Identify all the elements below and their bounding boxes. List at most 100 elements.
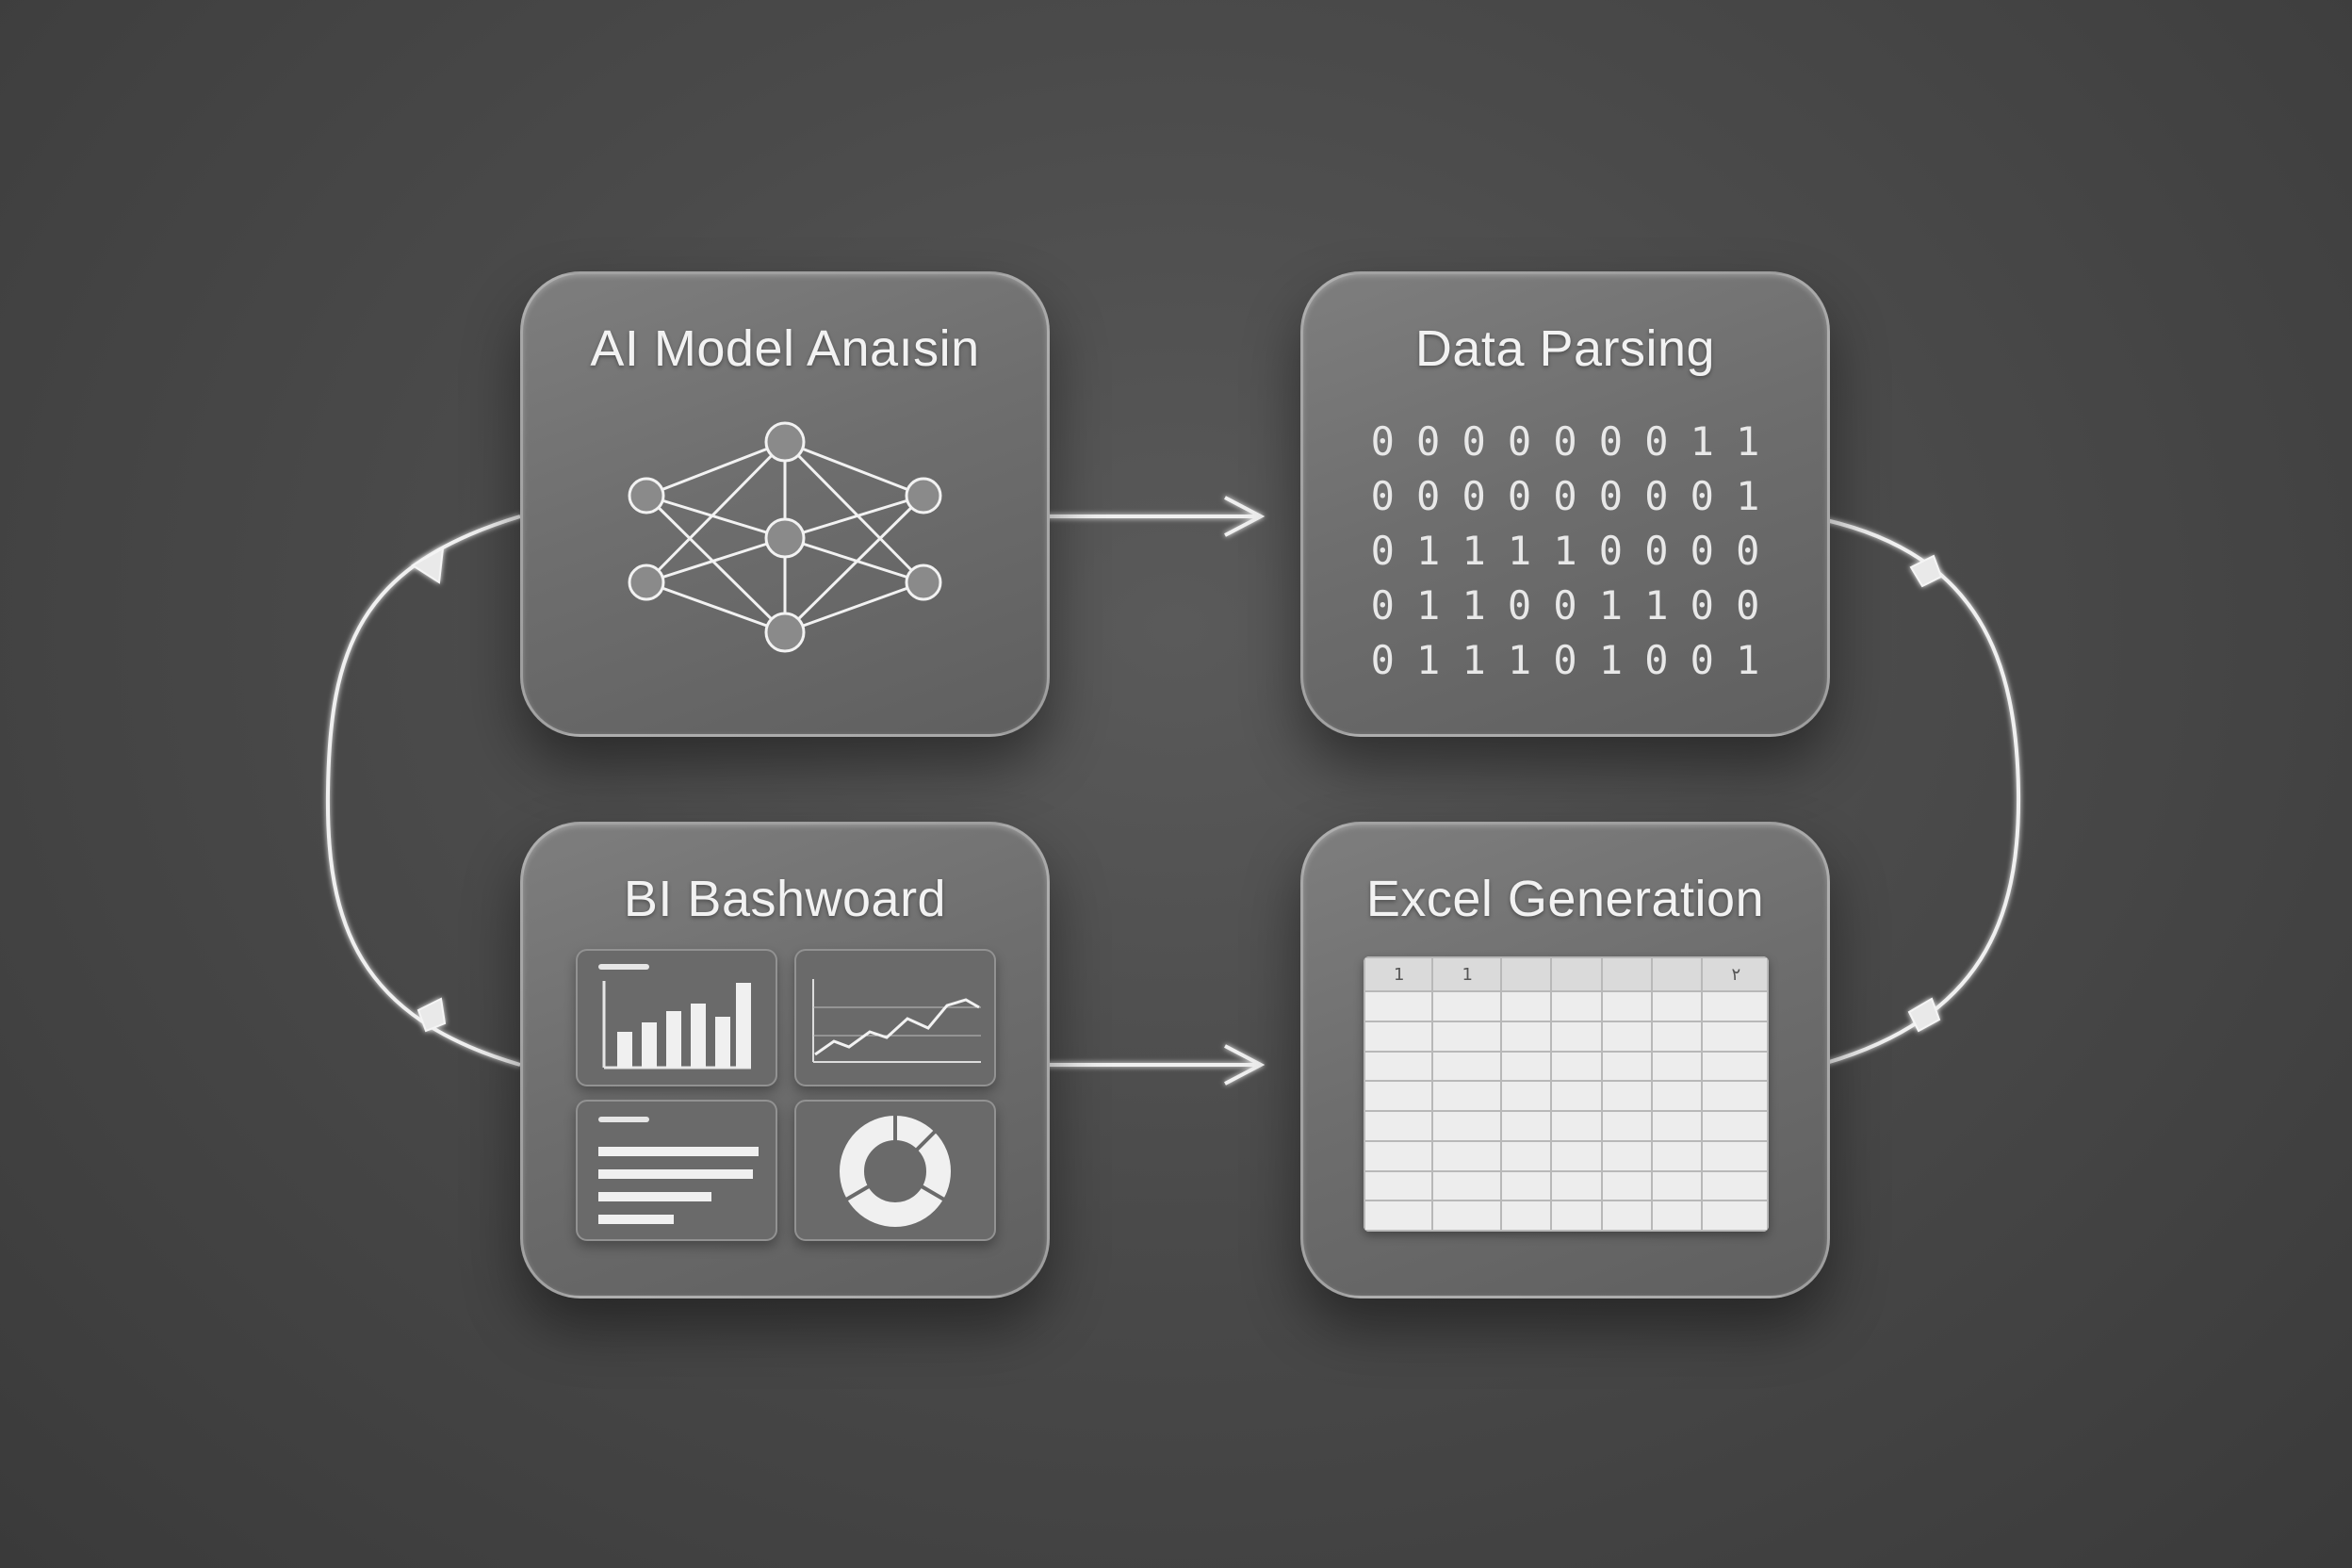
- spreadsheet-header-cell: ٢: [1701, 956, 1769, 992]
- spreadsheet-row: [1364, 1020, 1769, 1053]
- binary-digit: 1: [1507, 528, 1532, 574]
- spreadsheet-cell: [1701, 1200, 1769, 1232]
- binary-digit: 0: [1462, 418, 1486, 465]
- binary-digit: 1: [1553, 528, 1577, 574]
- spreadsheet-cell: [1364, 1200, 1434, 1232]
- line-chart-panel: [794, 949, 996, 1086]
- binary-digit: 0: [1416, 473, 1441, 519]
- binary-digit: 0: [1644, 528, 1669, 574]
- spreadsheet-cell: [1701, 1080, 1769, 1112]
- spreadsheet-cell: [1701, 1139, 1769, 1172]
- card-title-excel-generation: Excel Generation: [1365, 871, 1765, 927]
- binary-digit: 0: [1370, 473, 1395, 519]
- spreadsheet-row: [1364, 1169, 1769, 1202]
- spreadsheet-header-cell: [1550, 956, 1603, 992]
- card-ai-model[interactable]: AI Model Anaısin: [520, 271, 1050, 737]
- line-chart-icon: [812, 979, 981, 1063]
- spreadsheet-cell: [1550, 990, 1603, 1022]
- card-bi-dashboard[interactable]: BI Bashwoard: [520, 822, 1050, 1298]
- spreadsheet-header-cell: 1: [1431, 956, 1502, 992]
- spreadsheet-cell: [1364, 1110, 1434, 1142]
- arc-left-arrowhead-top: [411, 547, 445, 584]
- binary-digit: 1: [1416, 528, 1441, 574]
- card-title-ai-model: AI Model Anaısin: [590, 320, 980, 377]
- binary-digit: 1: [1690, 418, 1714, 465]
- spreadsheet-cell: [1499, 1169, 1553, 1202]
- spreadsheet-cell: [1701, 990, 1769, 1022]
- binary-digit: 0: [1644, 473, 1669, 519]
- binary-digit: 0: [1644, 418, 1669, 465]
- spreadsheet-cell: [1499, 1050, 1553, 1083]
- spreadsheet-cell: [1499, 1080, 1553, 1112]
- binary-digit: 0: [1690, 473, 1714, 519]
- binary-digit: 0: [1736, 582, 1760, 629]
- arc-left: [325, 514, 521, 1067]
- spreadsheet-cell: [1651, 990, 1704, 1022]
- spreadsheet-cell: [1651, 1050, 1704, 1083]
- binary-digit: 1: [1416, 637, 1441, 683]
- binary-digit: 1: [1736, 418, 1760, 465]
- binary-digit: 0: [1598, 473, 1624, 519]
- spreadsheet-cell: [1550, 1110, 1603, 1142]
- spreadsheet-cell: [1431, 1139, 1502, 1172]
- spreadsheet-cell: [1550, 1050, 1603, 1083]
- binary-digit: 0: [1370, 637, 1395, 683]
- spreadsheet-cell: [1600, 1200, 1654, 1232]
- spreadsheet-cell: [1499, 990, 1553, 1022]
- spreadsheet-cell: [1431, 1020, 1502, 1053]
- spreadsheet-cell: [1701, 1020, 1769, 1053]
- spreadsheet-cell: [1364, 1050, 1434, 1083]
- spreadsheet-header-cell: [1499, 956, 1553, 992]
- spreadsheet-header-cell: [1651, 956, 1704, 992]
- spreadsheet-cell: [1550, 1080, 1603, 1112]
- spreadsheet-cell: [1431, 990, 1502, 1022]
- donut-chart-panel: [794, 1100, 996, 1241]
- spreadsheet-row: [1364, 990, 1769, 1022]
- spreadsheet-cell: [1651, 1169, 1704, 1202]
- spreadsheet-row: [1364, 1139, 1769, 1172]
- spreadsheet-cell: [1600, 1020, 1654, 1053]
- spreadsheet-cell: [1600, 990, 1654, 1022]
- spreadsheet-cell: [1364, 990, 1434, 1022]
- arc-right-node-top: [1909, 554, 1943, 588]
- neural-network-icon: [628, 421, 942, 653]
- spreadsheet-cell: [1364, 1169, 1434, 1202]
- spreadsheet-cell: [1651, 1080, 1704, 1112]
- bar-chart-panel: [576, 949, 777, 1086]
- spreadsheet-cell: [1431, 1200, 1502, 1232]
- arc-left-node-bottom: [416, 997, 447, 1033]
- binary-digit: 1: [1598, 582, 1624, 629]
- arc-right: [1825, 518, 2021, 1065]
- spreadsheet-cell: [1701, 1050, 1769, 1083]
- binary-digit: 1: [1462, 637, 1486, 683]
- binary-digit: 0: [1553, 418, 1577, 465]
- spreadsheet-cell: [1550, 1169, 1603, 1202]
- binary-digit: 0: [1736, 528, 1760, 574]
- binary-digit: 1: [1598, 637, 1624, 683]
- spreadsheet-cell: [1550, 1200, 1603, 1232]
- binary-digit: 0: [1370, 528, 1395, 574]
- spreadsheet-row: [1364, 1080, 1769, 1112]
- arrowhead-ai-to-data: [1224, 496, 1266, 537]
- spreadsheet-row: [1364, 1200, 1769, 1232]
- binary-digit: 1: [1416, 582, 1441, 629]
- spreadsheet-header-cell: 1: [1364, 956, 1434, 992]
- binary-digit: 0: [1370, 418, 1395, 465]
- text-lines-icon: [598, 1117, 759, 1224]
- donut-chart-icon: [840, 1115, 951, 1227]
- spreadsheet-cell: [1499, 1110, 1553, 1142]
- spreadsheet-cell: [1431, 1110, 1502, 1142]
- spreadsheet-cell: [1600, 1169, 1654, 1202]
- spreadsheet-cell: [1701, 1169, 1769, 1202]
- binary-digit: 0: [1370, 582, 1395, 629]
- binary-digit: 0: [1644, 637, 1669, 683]
- spreadsheet-cell: [1651, 1200, 1704, 1232]
- spreadsheet-cell: [1651, 1139, 1704, 1172]
- binary-digit: 0: [1598, 418, 1624, 465]
- card-title-bi-dashboard: BI Bashwoard: [623, 871, 947, 927]
